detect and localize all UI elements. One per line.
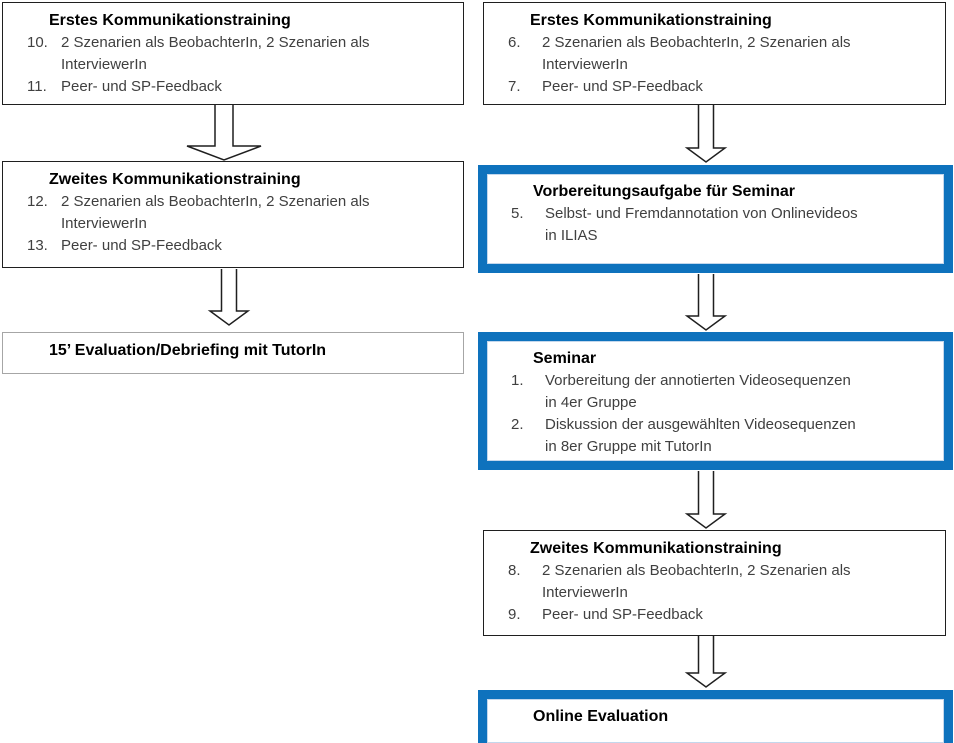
box-title: Vorbereitungsaufgabe für Seminar	[533, 183, 795, 200]
item-number: 2.	[511, 416, 524, 433]
item-number: 11.	[27, 78, 47, 95]
box-title: Zweites Kommunikationstraining	[530, 540, 782, 557]
box-title: Online Evaluation	[533, 708, 669, 725]
down-arrow	[684, 105, 728, 163]
item-text: Peer- und SP-Feedback	[61, 78, 222, 95]
box-title: Erstes Kommunikationstraining	[49, 12, 291, 29]
item-number: 8.	[508, 562, 521, 579]
box-title: Seminar	[533, 350, 597, 367]
item-text: Peer- und SP-Feedback	[542, 78, 703, 95]
left-box-evaluation-debriefing: 15’ Evaluation/Debriefing mit TutorIn	[2, 332, 464, 374]
right-box-vorbereitungsaufgabe: Vorbereitungsaufgabe für Seminar 5. Selb…	[478, 165, 953, 273]
item-text: 2 Szenarien als BeobachterIn, 2 Szenarie…	[542, 562, 851, 601]
down-arrow	[684, 471, 728, 529]
list-item: 6. 2 Szenarien als BeobachterIn, 2 Szena…	[484, 32, 945, 76]
list-item: 11. Peer- und SP-Feedback	[3, 76, 463, 98]
item-text: 2 Szenarien als BeobachterIn, 2 Szenarie…	[61, 193, 370, 232]
list-item: 9. Peer- und SP-Feedback	[484, 604, 945, 626]
down-arrow	[186, 105, 262, 161]
box-title: Zweites Kommunikationstraining	[49, 171, 301, 188]
item-text: 2 Szenarien als BeobachterIn, 2 Szenarie…	[542, 34, 851, 73]
item-number: 6.	[508, 34, 521, 51]
item-text: Peer- und SP-Feedback	[61, 237, 222, 254]
list-item: 1. Vorbereitung der annotierten Videoseq…	[487, 370, 944, 414]
box-title: Erstes Kommunikationstraining	[530, 12, 772, 29]
right-box-erstes-kommunikationstraining: Erstes Kommunikationstraining 6. 2 Szena…	[483, 2, 946, 105]
down-arrow	[684, 636, 728, 688]
item-text: Vorbereitung der annotierten Videosequen…	[545, 372, 851, 411]
right-box-seminar: Seminar 1. Vorbereitung der annotierten …	[478, 332, 953, 470]
list-item: 13. Peer- und SP-Feedback	[3, 235, 463, 257]
left-box-zweites-kommunikationstraining: Zweites Kommunikationstraining 12. 2 Sze…	[2, 161, 464, 268]
item-text: 2 Szenarien als BeobachterIn, 2 Szenarie…	[61, 34, 370, 73]
list-item: 12. 2 Szenarien als BeobachterIn, 2 Szen…	[3, 191, 463, 235]
item-number: 1.	[511, 372, 524, 389]
list-item: 10. 2 Szenarien als BeobachterIn, 2 Szen…	[3, 32, 463, 76]
list-item: 8. 2 Szenarien als BeobachterIn, 2 Szena…	[484, 560, 945, 604]
box-title: 15’ Evaluation/Debriefing mit TutorIn	[49, 342, 327, 359]
item-text: Peer- und SP-Feedback	[542, 606, 703, 623]
item-number: 7.	[508, 78, 521, 95]
down-arrow	[207, 269, 251, 326]
down-arrow	[684, 274, 728, 331]
left-box-erstes-kommunikationstraining: Erstes Kommunikationstraining 10. 2 Szen…	[2, 2, 464, 105]
item-number: 9.	[508, 606, 521, 623]
item-text: Selbst- und Fremdannotation von Onlinevi…	[545, 205, 858, 244]
list-item: 5. Selbst- und Fremdannotation von Onlin…	[487, 203, 944, 247]
right-box-zweites-kommunikationstraining: Zweites Kommunikationstraining 8. 2 Szen…	[483, 530, 946, 636]
item-number: 12.	[27, 193, 48, 210]
item-number: 10.	[27, 34, 48, 51]
item-number: 5.	[511, 205, 524, 222]
list-item: 2. Diskussion der ausgewählten Videosequ…	[487, 414, 944, 458]
item-text: Diskussion der ausgewählten Videosequenz…	[545, 416, 856, 455]
item-number: 13.	[27, 237, 48, 254]
right-box-online-evaluation: Online Evaluation	[478, 690, 953, 743]
list-item: 7. Peer- und SP-Feedback	[484, 76, 945, 98]
